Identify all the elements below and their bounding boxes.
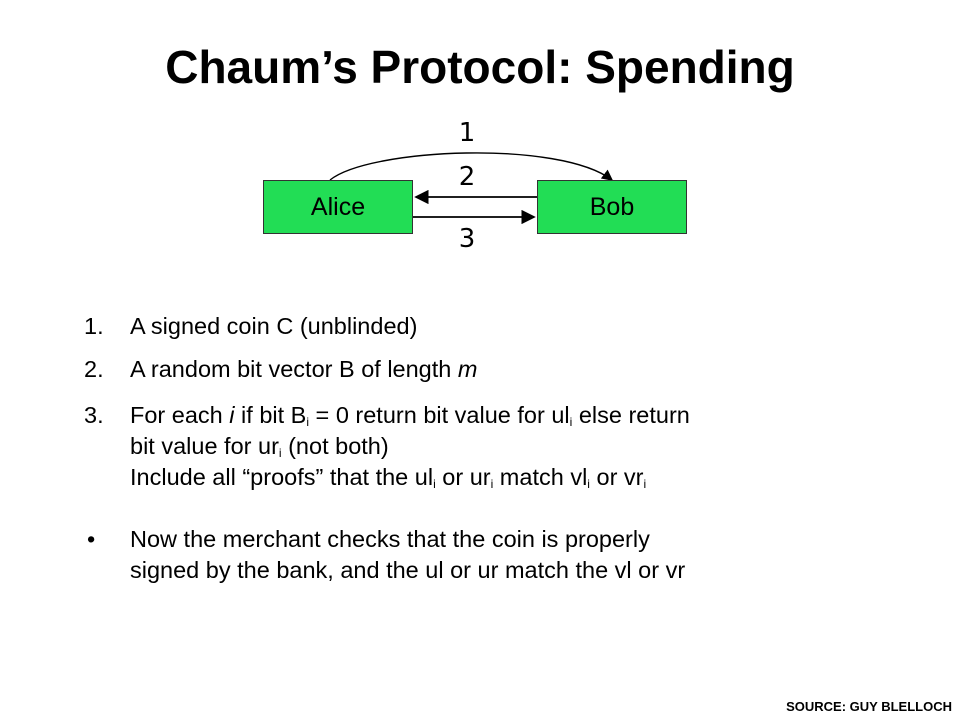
list-marker: 3.	[84, 402, 104, 428]
arrow-label-2: 2	[458, 162, 476, 192]
source-credit: SOURCE: GUY BLELLOCH	[786, 699, 952, 714]
list-text: For each i if bit Bi = 0 return bit valu…	[130, 400, 930, 493]
bullet-marker: •	[87, 526, 96, 552]
alice-node: Alice	[263, 180, 413, 234]
list-marker: 1.	[84, 313, 104, 339]
bob-node: Bob	[537, 180, 687, 234]
list-text: A signed coin C (unblinded)	[130, 313, 418, 339]
list-text: A random bit vector B of length m	[130, 356, 478, 382]
line-3: Include all “proofs” that the uli or uri…	[130, 464, 647, 491]
arrow-label-1: 1	[458, 118, 476, 148]
line-1: For each i if bit Bi = 0 return bit valu…	[130, 402, 690, 429]
slide-title: Chaum’s Protocol: Spending	[165, 41, 795, 93]
arrow-1-alice-to-bob	[329, 152, 614, 181]
list-marker: 2.	[84, 356, 104, 382]
arrow-label-3: 3	[458, 224, 476, 254]
line-2: bit value for uri (not both)	[130, 433, 389, 460]
list-text: Now the merchant checks that the coin is…	[130, 526, 686, 583]
